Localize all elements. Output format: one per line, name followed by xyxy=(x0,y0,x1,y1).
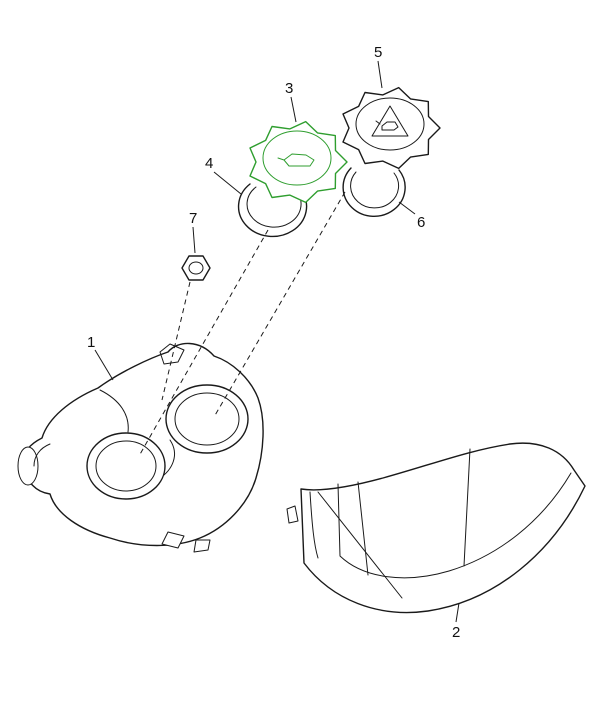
assembly-dashed-lines xyxy=(138,191,346,457)
ring6-outer xyxy=(342,167,406,217)
callout-2[interactable]: 2 xyxy=(452,624,460,641)
axis-nut-to-housing xyxy=(161,281,191,401)
part-7-hex-nut[interactable] xyxy=(181,255,211,281)
callout-6[interactable]: 6 xyxy=(417,214,425,231)
part-5-filler-cap[interactable] xyxy=(342,86,441,170)
cap5-emblem-oil-can xyxy=(375,120,399,131)
part-6-seal-ring[interactable] xyxy=(342,167,406,217)
cap3-top-face xyxy=(262,130,332,186)
callout-labels: 1 2 3 4 5 6 7 xyxy=(87,44,460,641)
axis-cap3-to-lower-tube xyxy=(138,229,269,457)
shield-crease-2 xyxy=(357,481,369,576)
leader-3 xyxy=(290,96,297,123)
axis-cap5-to-upper-tube xyxy=(213,191,346,418)
leader-4 xyxy=(213,171,242,195)
callout-7[interactable]: 7 xyxy=(189,210,197,227)
shield-left-notch xyxy=(286,505,299,524)
ring4-inner xyxy=(246,186,302,228)
part-3-oil-filler-cap-highlighted[interactable] xyxy=(249,120,348,204)
upper-tube-bore xyxy=(174,392,240,446)
cap5-emblem-triangle xyxy=(371,105,409,137)
leader-6 xyxy=(398,201,416,215)
callout-5[interactable]: 5 xyxy=(374,44,382,61)
housing-tab-left xyxy=(161,531,185,549)
shield-left-endcap xyxy=(309,491,319,559)
spout-neck-line xyxy=(33,443,51,467)
leader-2 xyxy=(455,602,460,623)
housing-tab-right xyxy=(193,539,211,553)
callout-leader-lines xyxy=(94,60,460,623)
nut-hex-outline xyxy=(181,255,211,281)
shield-outline xyxy=(300,442,586,614)
ring4-outer xyxy=(237,183,308,238)
cap5-top-face xyxy=(355,97,425,151)
housing-top-bracket xyxy=(159,343,185,365)
part-4-seal-ring[interactable] xyxy=(237,183,308,238)
leader-1 xyxy=(94,349,114,381)
ring6-inner xyxy=(350,171,400,209)
leader-7 xyxy=(192,226,196,254)
shield-crease-3 xyxy=(463,448,471,567)
shield-inner-wall xyxy=(337,472,572,579)
part-1-filler-neck-housing[interactable] xyxy=(17,342,264,553)
nut-bore xyxy=(188,261,204,275)
housing-inner-wall xyxy=(99,389,129,433)
callout-3[interactable]: 3 xyxy=(285,80,293,97)
callout-1[interactable]: 1 xyxy=(87,334,95,351)
spout-end xyxy=(17,446,39,486)
shield-crease-1 xyxy=(317,491,403,599)
leader-5 xyxy=(377,60,383,89)
callout-4[interactable]: 4 xyxy=(205,155,213,172)
cap3-oil-can-icon xyxy=(277,153,315,167)
part-2-cover-shield[interactable] xyxy=(286,442,586,614)
lower-tube-bore xyxy=(95,440,157,492)
